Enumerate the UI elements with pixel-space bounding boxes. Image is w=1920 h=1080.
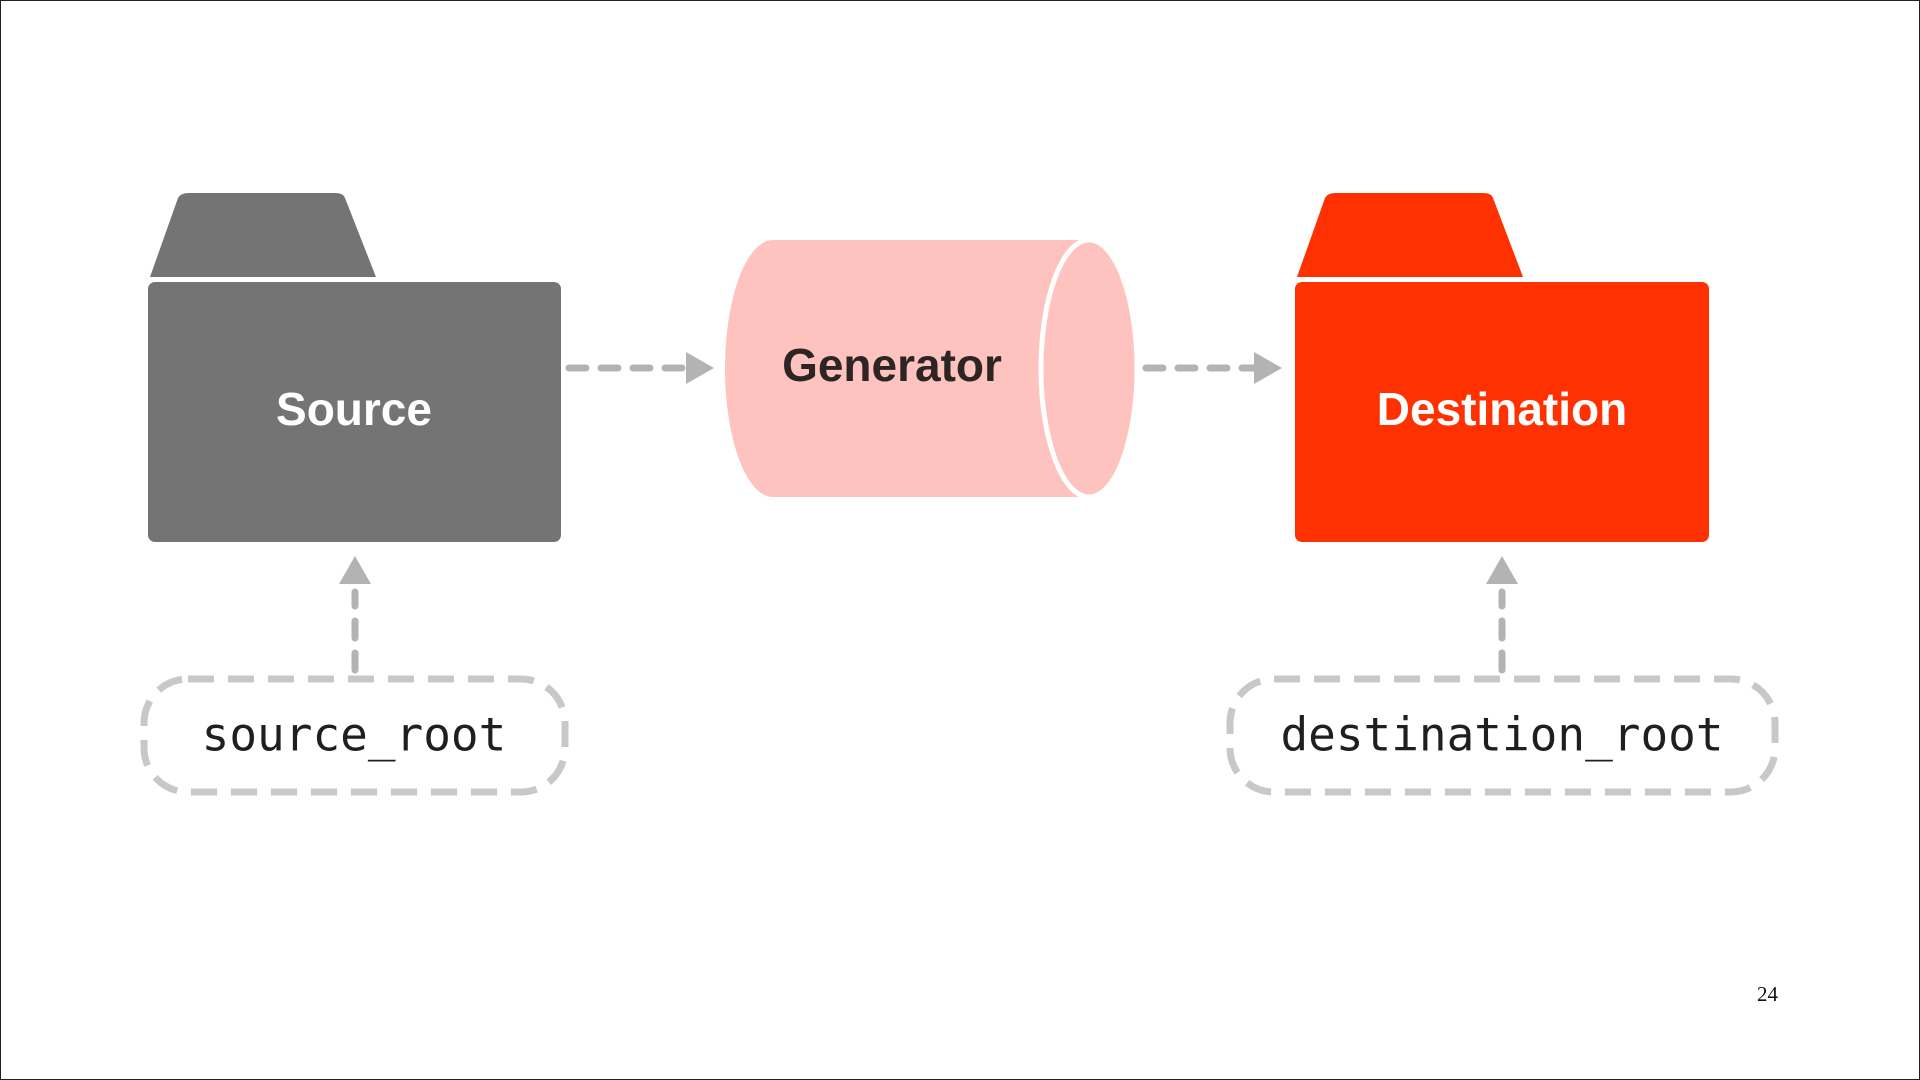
destination-folder-tab: [1297, 193, 1523, 277]
source-folder-tab: [150, 193, 376, 277]
arrow-source-to-generator: [565, 352, 714, 384]
arrow-generator-to-destination: [1142, 352, 1282, 384]
generator-cylinder-end: [1038, 237, 1140, 500]
page-number: 24: [1757, 982, 1778, 1006]
generator-label: Generator: [782, 339, 1002, 391]
arrow-source-root-to-source: [339, 556, 371, 674]
arrow-destination-root-to-destination: [1486, 556, 1518, 674]
destination-root-label: destination_root: [1280, 708, 1723, 762]
generator-cylinder: Generator: [725, 237, 1140, 500]
source-label: Source: [276, 383, 432, 435]
source-folder-body: [148, 282, 561, 542]
source-root-parameter: source_root: [140, 675, 569, 796]
destination-folder-body: [1295, 282, 1709, 542]
destination-folder: Destination: [1295, 193, 1709, 542]
destination-label: Destination: [1377, 383, 1627, 435]
source-root-label: source_root: [202, 708, 507, 762]
source-folder: Source: [148, 193, 561, 542]
destination-root-parameter: destination_root: [1226, 675, 1779, 796]
generator-cylinder-body: [725, 240, 1089, 497]
